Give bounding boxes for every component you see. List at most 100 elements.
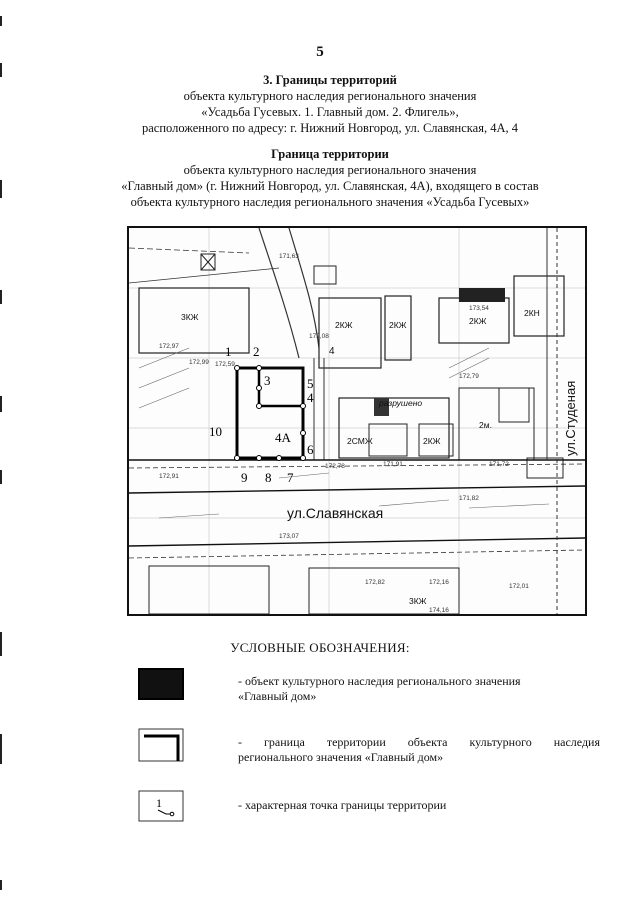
building <box>148 565 270 614</box>
scan-mark <box>0 63 2 77</box>
subsection-line: объекта культурного наследия регионально… <box>183 163 477 177</box>
building <box>526 457 564 479</box>
building <box>308 567 460 614</box>
elevation-mark: 172,59 <box>215 361 235 368</box>
legend-text: регионального значения «Главный дом» <box>238 750 444 764</box>
elevation-mark: 171,72 <box>489 461 509 468</box>
building-label: 2КЖ <box>423 436 441 446</box>
elevation-mark: 172,78 <box>325 463 345 470</box>
elevation-mark: 172,08 <box>309 333 329 340</box>
elevation-mark: 172,97 <box>159 343 179 350</box>
building <box>498 387 530 423</box>
scan-mark <box>0 16 2 26</box>
building-label: 2КЖ <box>389 320 407 330</box>
street-edge <box>129 463 585 469</box>
section-heading: 3. Границы территорий объекта культурног… <box>80 72 580 136</box>
point-label: 6 <box>307 442 314 457</box>
scan-mark <box>0 632 2 656</box>
building-label: 4 <box>329 346 335 357</box>
scan-mark <box>0 396 2 412</box>
building <box>338 397 450 459</box>
street-label-main: ул.Славянская <box>287 505 383 521</box>
point-label: 4 <box>307 390 314 405</box>
page-number: 5 <box>316 44 324 60</box>
section-line: «Усадьба Гусевых. 1. Главный дом. 2. Фли… <box>201 105 459 119</box>
building-label: разрушено <box>378 398 422 408</box>
subsection-title: Граница территории <box>271 147 389 161</box>
elevation-mark: 172,16 <box>429 579 449 586</box>
section-title: 3. Границы территорий <box>263 73 397 87</box>
street-edge <box>129 537 585 547</box>
street-label-side: ул.Студеная <box>563 381 578 456</box>
building-label: 2КЖ <box>335 320 353 330</box>
scan-mark <box>0 180 2 198</box>
building <box>138 287 250 354</box>
point-label: 2 <box>253 344 260 359</box>
heritage-object-label: 4А <box>275 430 292 445</box>
building <box>458 387 535 461</box>
building-label: 2м. <box>479 420 492 430</box>
street-edge <box>129 485 585 494</box>
section-line: расположенного по адресу: г. Нижний Новг… <box>141 121 519 135</box>
elevation-mark: 171,82 <box>459 495 479 502</box>
building <box>313 265 337 285</box>
scan-mark <box>0 734 2 764</box>
map-drawing: 1 2 3 4 5 6 7 8 9 10 3КЖ 2КЖ 2КЖ 2КЖ 2СМ… <box>129 228 585 614</box>
section-line: объекта культурного наследия регионально… <box>183 89 477 103</box>
building-hatched <box>459 288 505 302</box>
elevation-mark: 171,63 <box>279 253 299 260</box>
elevation-mark: 172,79 <box>459 373 479 380</box>
legend-text: - характерная точка границы территории <box>238 798 447 812</box>
legend-symbol-object-icon <box>138 668 184 700</box>
legend-symbol-boundary-icon <box>138 728 184 762</box>
building <box>200 253 216 271</box>
scan-mark <box>0 470 2 484</box>
scan-mark <box>0 290 2 304</box>
legend-title: УСЛОВНЫЕ ОБОЗНАЧЕНИЯ: <box>230 640 410 655</box>
fence-line <box>129 267 280 284</box>
scan-mark <box>0 880 2 890</box>
street-edge <box>129 549 585 559</box>
subsection-heading: Граница территории объекта культурного н… <box>80 146 580 210</box>
elevation-mark: 172,82 <box>365 579 385 586</box>
legend-symbol-label: 1 <box>156 796 162 810</box>
building-hatched <box>374 398 389 416</box>
building <box>513 275 565 337</box>
legend-symbol-point-icon: 1 <box>138 790 184 822</box>
elevation-mark: 171,91 <box>383 461 403 468</box>
point-label: 3 <box>264 373 271 388</box>
building <box>384 295 412 361</box>
building-label: 2СМЖ <box>347 436 373 446</box>
elevation-mark: 172,91 <box>159 473 179 480</box>
building <box>368 423 408 457</box>
legend-text: «Главный дом» <box>238 689 317 703</box>
map-grid <box>129 228 585 614</box>
building-label: 2КЖ <box>469 316 487 326</box>
building-label: 3КЖ <box>409 596 427 606</box>
elevation-mark: 173,54 <box>469 305 489 312</box>
point-label: 5 <box>307 376 314 391</box>
boundary-points <box>234 365 306 461</box>
fence-line <box>129 247 250 254</box>
elevation-mark: 172,99 <box>189 359 209 366</box>
elevation-mark: 174,16 <box>429 607 449 614</box>
point-label: 10 <box>209 424 222 439</box>
building-label: 2КН <box>524 308 540 318</box>
hatching <box>138 347 550 519</box>
legend-text: - граница территории объекта культурного… <box>238 735 600 749</box>
road-edge <box>288 228 320 349</box>
survey-map: 1 2 3 4 5 6 7 8 9 10 3КЖ 2КЖ 2КЖ 2КЖ 2СМ… <box>127 226 587 616</box>
elevation-mark: 173,07 <box>279 533 299 540</box>
road-edge <box>258 228 300 359</box>
point-label: 7 <box>287 470 294 485</box>
subsection-line: объекта культурного наследия регионально… <box>130 195 530 209</box>
point-label: 1 <box>225 344 232 359</box>
building-label: 3КЖ <box>181 312 199 322</box>
building <box>318 297 382 369</box>
subsection-line: «Главный дом» (г. Нижний Новгород, ул. С… <box>121 179 539 193</box>
building <box>418 423 454 457</box>
building <box>200 253 216 271</box>
elevation-mark: 172,01 <box>509 583 529 590</box>
point-label: 9 <box>241 470 248 485</box>
point-label: 8 <box>265 470 272 485</box>
